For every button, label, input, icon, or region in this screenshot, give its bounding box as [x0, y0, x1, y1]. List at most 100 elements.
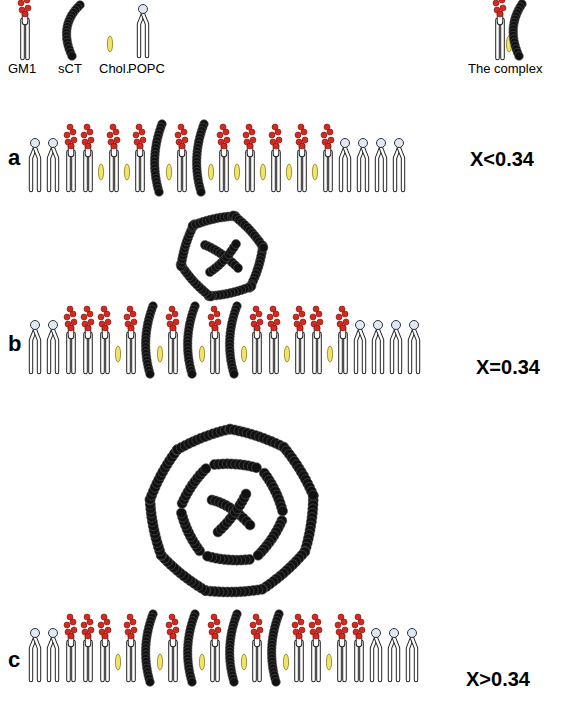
glycan-dot: [254, 633, 260, 639]
lipid-tail-outline: [49, 638, 53, 680]
cholesterol: [107, 36, 112, 52]
sct-peptide: [183, 610, 199, 687]
glycan-dot: [173, 627, 179, 633]
lipid-tail: [53, 638, 57, 680]
glycan-dot: [71, 319, 77, 325]
lipid-tail-outline: [378, 330, 382, 372]
lipid-tail: [372, 638, 376, 680]
lipid-tail: [115, 152, 118, 190]
sct-peptide: [188, 212, 240, 231]
lipid-tail-outline: [219, 152, 224, 190]
glycan-dot: [271, 325, 277, 331]
lipid-tail-outline: [252, 334, 257, 372]
glycan-dot: [178, 124, 184, 130]
glycan-dot: [84, 124, 90, 130]
lipid-tail: [49, 148, 53, 190]
lipid-tail: [31, 330, 35, 372]
lipid-tail-outline: [140, 152, 145, 190]
peptide-bead: [188, 678, 197, 687]
glycan-dot: [166, 314, 172, 320]
peptide-bead: [308, 490, 318, 500]
glycan-dot: [111, 143, 117, 149]
lipid-tail: [344, 334, 347, 372]
lipid-tail-outline: [342, 642, 347, 680]
lipid-tail-outline: [311, 642, 316, 680]
popc-molecule: [31, 139, 40, 191]
lipid-tail-outline: [173, 642, 178, 680]
lipid-tail: [89, 642, 92, 680]
lipid-tail-outline: [257, 642, 262, 680]
lipid-tail-outline: [274, 334, 279, 372]
sct-peptide: [229, 211, 268, 252]
glycan-dot: [127, 306, 133, 312]
lipid-tail: [220, 152, 223, 190]
popc-molecule: [408, 629, 417, 681]
lipid-tail-outline: [83, 642, 88, 680]
lipid-tail: [408, 638, 412, 680]
glycan-dot: [310, 314, 316, 320]
glycan-dot: [246, 124, 252, 130]
lipid-tail: [501, 20, 504, 58]
gm1-molecule: [269, 124, 282, 190]
glycan-dot: [22, 11, 28, 17]
lipid-tail-outline: [210, 334, 215, 372]
glycan-dot: [128, 325, 134, 331]
lipid-tail-outline: [414, 330, 418, 372]
lipid-tail-outline: [20, 20, 25, 58]
panel-letter: c: [8, 648, 20, 672]
lipid-tail: [183, 152, 186, 190]
cholesterol: [199, 346, 204, 362]
lipid-tail: [298, 152, 301, 190]
popc-head: [49, 321, 58, 330]
lipid-tail: [53, 330, 57, 372]
glycan-dot: [321, 132, 327, 138]
lipid-tail-outline: [182, 152, 187, 190]
lipid-tail-outline: [408, 638, 412, 680]
popc-molecule: [392, 321, 401, 373]
glycan-dot: [324, 124, 330, 130]
sct-peptide: [210, 459, 262, 473]
glycan-dot: [356, 633, 362, 639]
sct-peptide: [145, 445, 182, 504]
lipid-tail: [211, 334, 214, 372]
lipid-tail-outline: [35, 148, 39, 190]
popc-molecule: [372, 629, 381, 681]
glycan-dot: [24, 0, 30, 3]
peptide-bead: [245, 520, 255, 530]
gm1-molecule: [243, 124, 256, 190]
glycan-dot: [299, 143, 305, 149]
cholesterol: [124, 164, 129, 180]
lipid-tail: [374, 330, 378, 372]
glycan-dot: [211, 306, 217, 312]
glycan-dot: [114, 137, 120, 143]
lipid-tail-outline: [71, 152, 76, 190]
sct-peptide: [183, 302, 199, 379]
lipid-tail: [399, 148, 403, 190]
glycan-dot: [211, 614, 217, 620]
gm1-molecule: [217, 124, 230, 190]
glycan-dot: [314, 325, 320, 331]
glycan-dot: [499, 0, 505, 3]
glycan-dot: [325, 143, 331, 149]
lipid-tail-outline: [143, 14, 147, 56]
sct-peptide: [141, 610, 157, 687]
lipid-tail: [211, 642, 214, 680]
lipid-tail: [410, 330, 414, 372]
glycan-dot: [250, 137, 256, 143]
sct-peptide: [206, 240, 241, 277]
lipid-tail: [84, 334, 87, 372]
lipid-tail: [106, 642, 109, 680]
glycan-dot: [221, 143, 227, 149]
glycan-dot: [272, 124, 278, 130]
lipid-tail-outline: [381, 148, 385, 190]
cholesterol: [115, 346, 120, 362]
lipid-tail: [392, 330, 396, 372]
lipid-tail: [376, 638, 380, 680]
lipid-tail-outline: [215, 642, 220, 680]
sct-peptide: [156, 550, 210, 595]
lipid-tail-outline: [88, 642, 93, 680]
popc-head: [356, 321, 365, 330]
lipid-tail-outline: [412, 638, 416, 680]
glycan-dot: [64, 132, 70, 138]
glycan-dot: [497, 11, 503, 17]
